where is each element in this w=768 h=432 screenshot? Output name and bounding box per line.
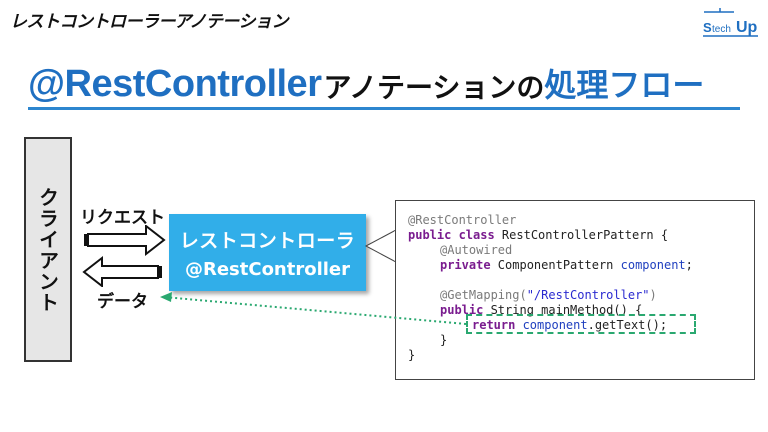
client-label: クライアント: [35, 186, 60, 313]
svg-text:Up: Up: [736, 19, 758, 36]
code-line: @RestController: [408, 213, 517, 227]
header-title: レストコントローラーアノテーション: [10, 12, 288, 32]
main-title: @RestController アノテーションの 処理フロー: [28, 60, 704, 106]
code-line: }: [408, 348, 416, 362]
title-flow: 処理フロー: [544, 66, 705, 104]
stechup-logo: S tech Up: [703, 8, 758, 37]
code-line: @Autowired: [440, 243, 513, 257]
svg-text:S: S: [703, 20, 712, 35]
title-underline: [28, 107, 740, 110]
return-arrow-icon: [160, 292, 172, 302]
title-middle: アノテーションの: [323, 71, 545, 104]
callout-pointer: [364, 229, 398, 263]
code-line: private ComponentPattern component;: [440, 258, 693, 272]
code-panel: @RestController public class RestControl…: [395, 200, 755, 380]
response-arrow-icon: [82, 255, 162, 287]
controller-label: レストコントローラ: [179, 229, 356, 252]
request-arrow-icon: [84, 225, 166, 257]
code-line: }: [440, 333, 448, 347]
code-line: return component.getText();: [472, 318, 668, 332]
return-highlight: [466, 314, 696, 334]
svg-text:tech: tech: [712, 24, 731, 35]
code-line: public class RestControllerPattern {: [408, 228, 669, 242]
rest-controller-box: レストコントローラ @RestController: [169, 214, 366, 291]
code-line: @GetMapping("/RestController"): [440, 288, 657, 302]
request-label: リクエスト: [80, 208, 165, 228]
request-response-arrows: [82, 225, 166, 287]
response-label: データ: [97, 292, 148, 312]
client-box: クライアント: [24, 137, 72, 362]
title-annotation: @RestController: [28, 63, 322, 105]
controller-annotation: @RestController: [184, 258, 351, 280]
